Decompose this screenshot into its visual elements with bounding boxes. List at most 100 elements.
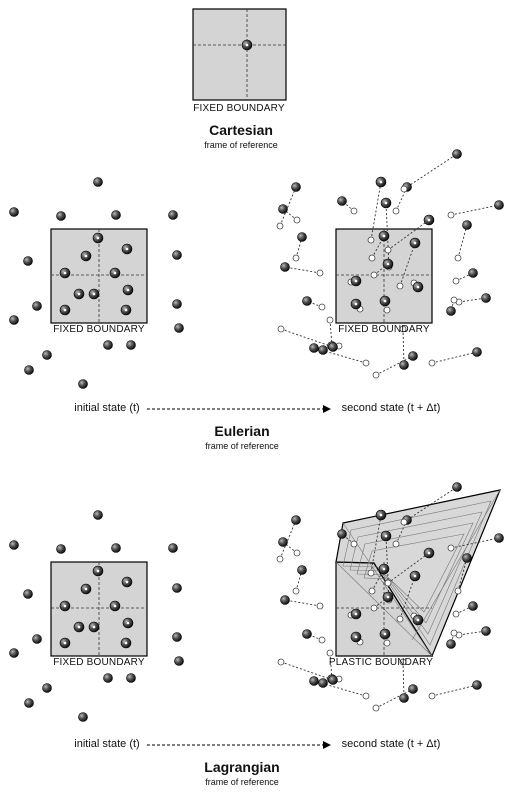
eulerian-initial-outside-particle-9 [9,315,19,325]
lagrangian-second-ghost-13 [326,649,334,657]
lagrangian-second-ghost-12 [450,629,458,637]
eulerian-second-trail-11 [458,297,487,303]
eulerian-second-particle-27-center [354,302,358,306]
lagrangian-second-boundary-label: PLASTIC BOUNDARY [328,657,434,668]
eulerian-second-trail-0 [279,186,297,227]
lagrangian-second-particle-16 [472,680,482,690]
eulerian-initial-inside-particle-1-center [84,254,88,258]
lagrangian-second-particle-29-center [383,632,387,636]
lagrangian-second-trail-0 [279,519,297,560]
cartesian-heading: Cartesian [209,122,273,138]
lagrangian-second-particle-9 [302,629,312,639]
lagrangian-second-particle-2 [337,529,347,539]
cartesian-subheading: frame of reference [204,140,278,150]
lagrangian-second-ghost-4 [400,518,408,526]
eulerian-second-ghost-25 [370,271,378,279]
eulerian-initial-outside-particle-6 [172,250,182,260]
lagrangian-initial-inside-particle-7-center [126,621,130,625]
eulerian-second-particle-21-center [384,201,388,205]
eulerian-second-particle-1 [278,204,288,214]
eulerian-second-ghost-1 [293,216,301,224]
eulerian-initial-outside-particle-14 [24,365,34,375]
eulerian-second-ghost-7 [454,254,462,262]
lagrangian-initial-outside-particle-9 [9,648,19,658]
lagrangian-initial-outside-particle-6 [172,583,182,593]
lagrangian-second-particle-11 [481,626,491,636]
lagrangian-second-trail-19 [280,661,334,681]
lagrangian-initial-boundary-label: FIXED BOUNDARY [53,657,145,668]
eulerian-second-ghost-8 [316,269,324,277]
eulerian-initial-outside-particle-11 [42,350,52,360]
eulerian-second-ghost-18 [362,359,370,367]
lagrangian-initial-outside-particle-13 [126,673,136,683]
cartesian-box [192,8,287,101]
eulerian-second-trail-5 [450,204,500,216]
lagrangian-second-particle-8 [280,595,290,605]
lagrangian-initial-outside-particle-14 [24,698,34,708]
lagrangian-second-particle-25-center [386,595,390,599]
eulerian-second-particle-0 [291,182,301,192]
eulerian-second-trail-20 [370,181,382,241]
lagrangian-second-particle-26-center [354,612,358,616]
eulerian-second-ghost-19 [277,325,285,333]
eulerian-initial-inside-particle-8-center [63,308,67,312]
eulerian-initial-outside-particle-0 [93,177,103,187]
eulerian-second-particle-7 [462,220,472,230]
eulerian-second-particle-5 [494,200,504,210]
lagrangian-initial-inside-particle-6-center [92,625,96,629]
lagrangian-initial-state-label: initial state (t) [74,738,140,750]
eulerian-second-particle-16 [472,347,482,357]
lagrangian-second-trail-16 [431,684,478,697]
eulerian-initial-outside-particle-5 [23,256,33,266]
eulerian-initial-outside-particle-7 [32,301,42,311]
lagrangian-second-particle-27-center [354,635,358,639]
lagrangian-second-particle-19 [328,675,338,685]
lagrangian-second-trail-3 [395,519,408,545]
lagrangian-heading: Lagrangian [204,759,280,775]
eulerian-second-ghost-22 [384,246,392,254]
eulerian-second-state-label: second state (t + Δt) [341,402,441,414]
lagrangian-second-trail-15 [375,688,414,709]
eulerian-second-trail-16 [431,351,478,364]
lagrangian-second-ghost-15 [372,704,380,712]
eulerian-second-trail-19 [280,328,334,348]
eulerian-second-ghost-13 [326,316,334,324]
eulerian-second-particle-20-center [379,180,383,184]
eulerian-second-particle-4 [452,149,462,159]
lagrangian-second-trail-11 [458,630,487,636]
lagrangian-initial-outside-particle-11 [42,683,52,693]
lagrangian-second-trail-5 [450,537,500,549]
lagrangian-second-ghost-10 [452,610,460,618]
lagrangian-initial-outside-particle-1 [9,540,19,550]
lagrangian-second-trail-4 [403,486,458,523]
lagrangian-second-ghost-14 [399,658,407,666]
eulerian-second-particle-11 [481,293,491,303]
eulerian-initial-inside-particle-3-center [63,271,67,275]
lagrangian-second-trail-20 [370,514,382,574]
eulerian-second-particle-29-center [383,299,387,303]
lagrangian-initial-outside-particle-4 [168,543,178,553]
lagrangian-second-ghost-22 [384,579,392,587]
lagrangian-initial-outside-particle-2 [56,544,66,554]
lagrangian-second-particle-10 [468,601,478,611]
eulerian-second-particle-25-center [386,262,390,266]
eulerian-initial-boundary-label: FIXED BOUNDARY [53,324,145,335]
eulerian-second-boundary-label: FIXED BOUNDARY [338,324,430,335]
eulerian-second-trail-1 [282,208,298,221]
lagrangian-second-particle-7 [462,553,472,563]
eulerian-second-ghost-24 [396,282,404,290]
eulerian-initial-inside-particle-0-center [96,236,100,240]
lagrangian-second-ghost-25 [370,604,378,612]
eulerian-initial-outside-particle-15 [78,379,88,389]
eulerian-second-trail-25 [373,263,389,276]
lagrangian-second-ghost-8 [316,602,324,610]
eulerian-initial-outside-particle-10 [174,323,184,333]
eulerian-second-trail-24 [399,242,416,287]
lagrangian-second-ghost-29 [383,639,391,647]
lagrangian-second-particle-28-center [416,618,420,622]
lagrangian-initial-inside-particle-3-center [63,604,67,608]
eulerian-initial-inside-particle-2-center [125,247,129,251]
eulerian-initial-inside-particle-6-center [92,292,96,296]
eulerian-second-ghost-9 [318,303,326,311]
lagrangian-second-ghost-0 [276,555,284,563]
